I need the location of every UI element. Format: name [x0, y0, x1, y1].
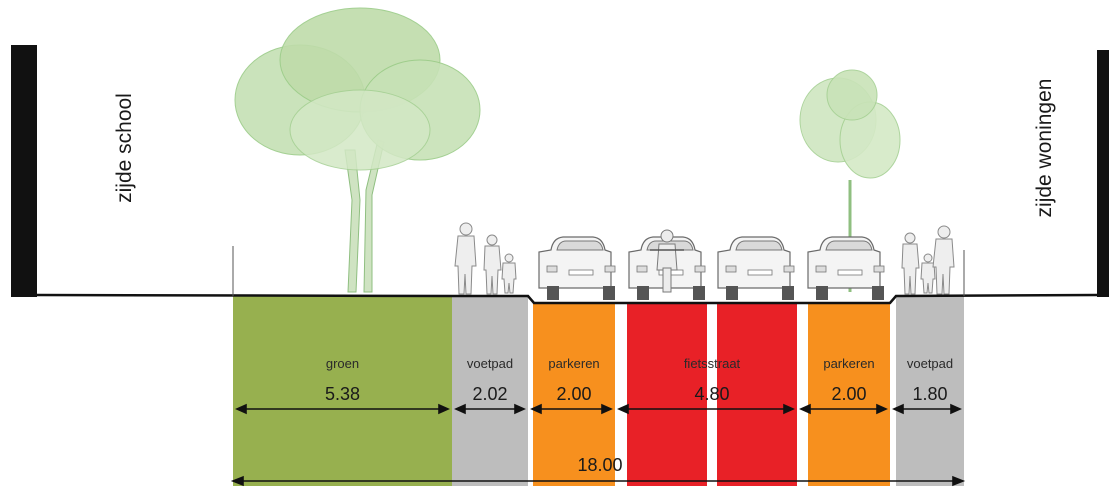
zone-width-fietsstraat: 4.80	[694, 384, 730, 404]
car-icon	[717, 236, 795, 300]
building-wall-left	[11, 45, 37, 297]
zone-width-groen: 5.38	[324, 384, 361, 404]
car-icon	[538, 236, 885, 300]
zone-name-voetpad-right: voetpad	[906, 356, 954, 371]
zone-width-voetpad-right: 1.80	[912, 384, 948, 404]
dimension-arrow	[783, 403, 795, 415]
side-label-woningen: zijde woningen	[1033, 78, 1056, 218]
dimension-arrow	[950, 403, 962, 415]
large-tree-icon	[234, 7, 481, 293]
dimension-arrow	[799, 403, 811, 415]
zone-groen	[233, 296, 452, 486]
dimension-arrow	[617, 403, 629, 415]
zone-name-voetpad-left: voetpad	[466, 356, 514, 371]
zone-width-parkeren-right: 2.00	[831, 384, 867, 404]
pedestrian-group-icon	[901, 225, 955, 295]
zone-width-voetpad-left: 2.02	[472, 384, 508, 404]
total-dimension-line	[230, 475, 966, 487]
total-width-label: 18.00	[577, 455, 623, 475]
dimension-arrow	[514, 403, 526, 415]
zone-blocks	[233, 296, 964, 486]
cyclist-icon	[650, 229, 684, 293]
lane-separator	[707, 303, 717, 486]
car-icon	[807, 236, 885, 300]
dimension-arrow	[876, 403, 888, 415]
dimension-lines	[235, 403, 962, 415]
pedestrian-group-icon	[454, 222, 517, 295]
ground-line	[36, 293, 1098, 305]
zone-name-parkeren-left: parkeren	[548, 356, 600, 371]
zone-voetpad-right	[896, 296, 964, 486]
dimension-arrow	[438, 403, 450, 415]
zone-name-fietsstraat: fietsstraat	[683, 356, 741, 371]
dimension-arrow	[235, 403, 247, 415]
building-wall-right	[1097, 50, 1109, 297]
dimension-arrow	[601, 403, 613, 415]
dimension-arrow	[892, 403, 904, 415]
zone-name-parkeren-right: parkeren	[823, 356, 875, 371]
car-icon	[538, 236, 616, 300]
zone-width-parkeren-left: 2.00	[556, 384, 592, 404]
dimension-arrow	[530, 403, 542, 415]
side-label-school: zijde school	[113, 93, 136, 203]
zone-voetpad-left	[452, 296, 528, 486]
zone-parkeren-right	[808, 303, 890, 486]
dimension-arrow	[454, 403, 466, 415]
zone-parkeren-left	[533, 303, 615, 486]
zone-name-groen: groen	[325, 356, 360, 371]
